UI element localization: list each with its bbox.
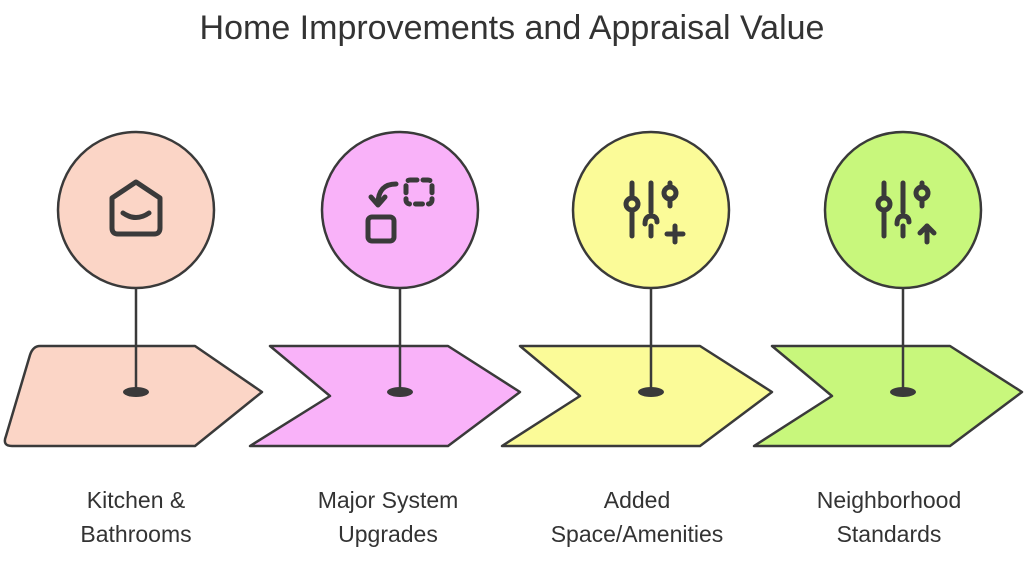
step-1 bbox=[3, 130, 264, 448]
step-2-label-line2: Upgrades bbox=[338, 521, 438, 547]
step-1-circle bbox=[56, 130, 216, 290]
step-1-label: Kitchen & Bathrooms bbox=[11, 483, 261, 551]
step-1-label-line1: Kitchen & bbox=[86, 487, 186, 513]
step-2-anchor-dot bbox=[387, 387, 413, 397]
diagram-title: Home Improvements and Appraisal Value bbox=[199, 9, 825, 47]
step-3-label-line2: Space/Amenities bbox=[550, 521, 724, 547]
step-2-circle bbox=[320, 130, 480, 290]
step-4-anchor-dot bbox=[890, 387, 916, 397]
step-4-chevron bbox=[752, 344, 1024, 448]
step-2-label: Major System Upgrades bbox=[263, 483, 513, 551]
step-3-label: Added Space/Amenities bbox=[512, 483, 762, 551]
step-3-chevron bbox=[500, 344, 774, 448]
sliders-plus-icon bbox=[623, 180, 686, 245]
home-icon bbox=[109, 179, 163, 237]
step-4-label-line2: Standards bbox=[836, 521, 942, 547]
sliders-up-icon bbox=[875, 180, 937, 245]
step-3-label-line1: Added bbox=[603, 487, 671, 513]
step-4-label-line1: Neighborhood bbox=[816, 487, 962, 513]
step-4-label: Neighborhood Standards bbox=[764, 483, 1014, 551]
step-3-anchor-dot bbox=[638, 387, 664, 397]
step-2 bbox=[248, 130, 522, 448]
step-2-chevron bbox=[248, 344, 522, 448]
step-1-label-line2: Bathrooms bbox=[80, 521, 192, 547]
step-2-label-line1: Major System bbox=[317, 487, 459, 513]
step-4 bbox=[752, 130, 1024, 448]
swap-arrow-icon bbox=[365, 177, 435, 244]
step-3 bbox=[500, 130, 774, 448]
step-1-anchor-dot bbox=[123, 387, 149, 397]
